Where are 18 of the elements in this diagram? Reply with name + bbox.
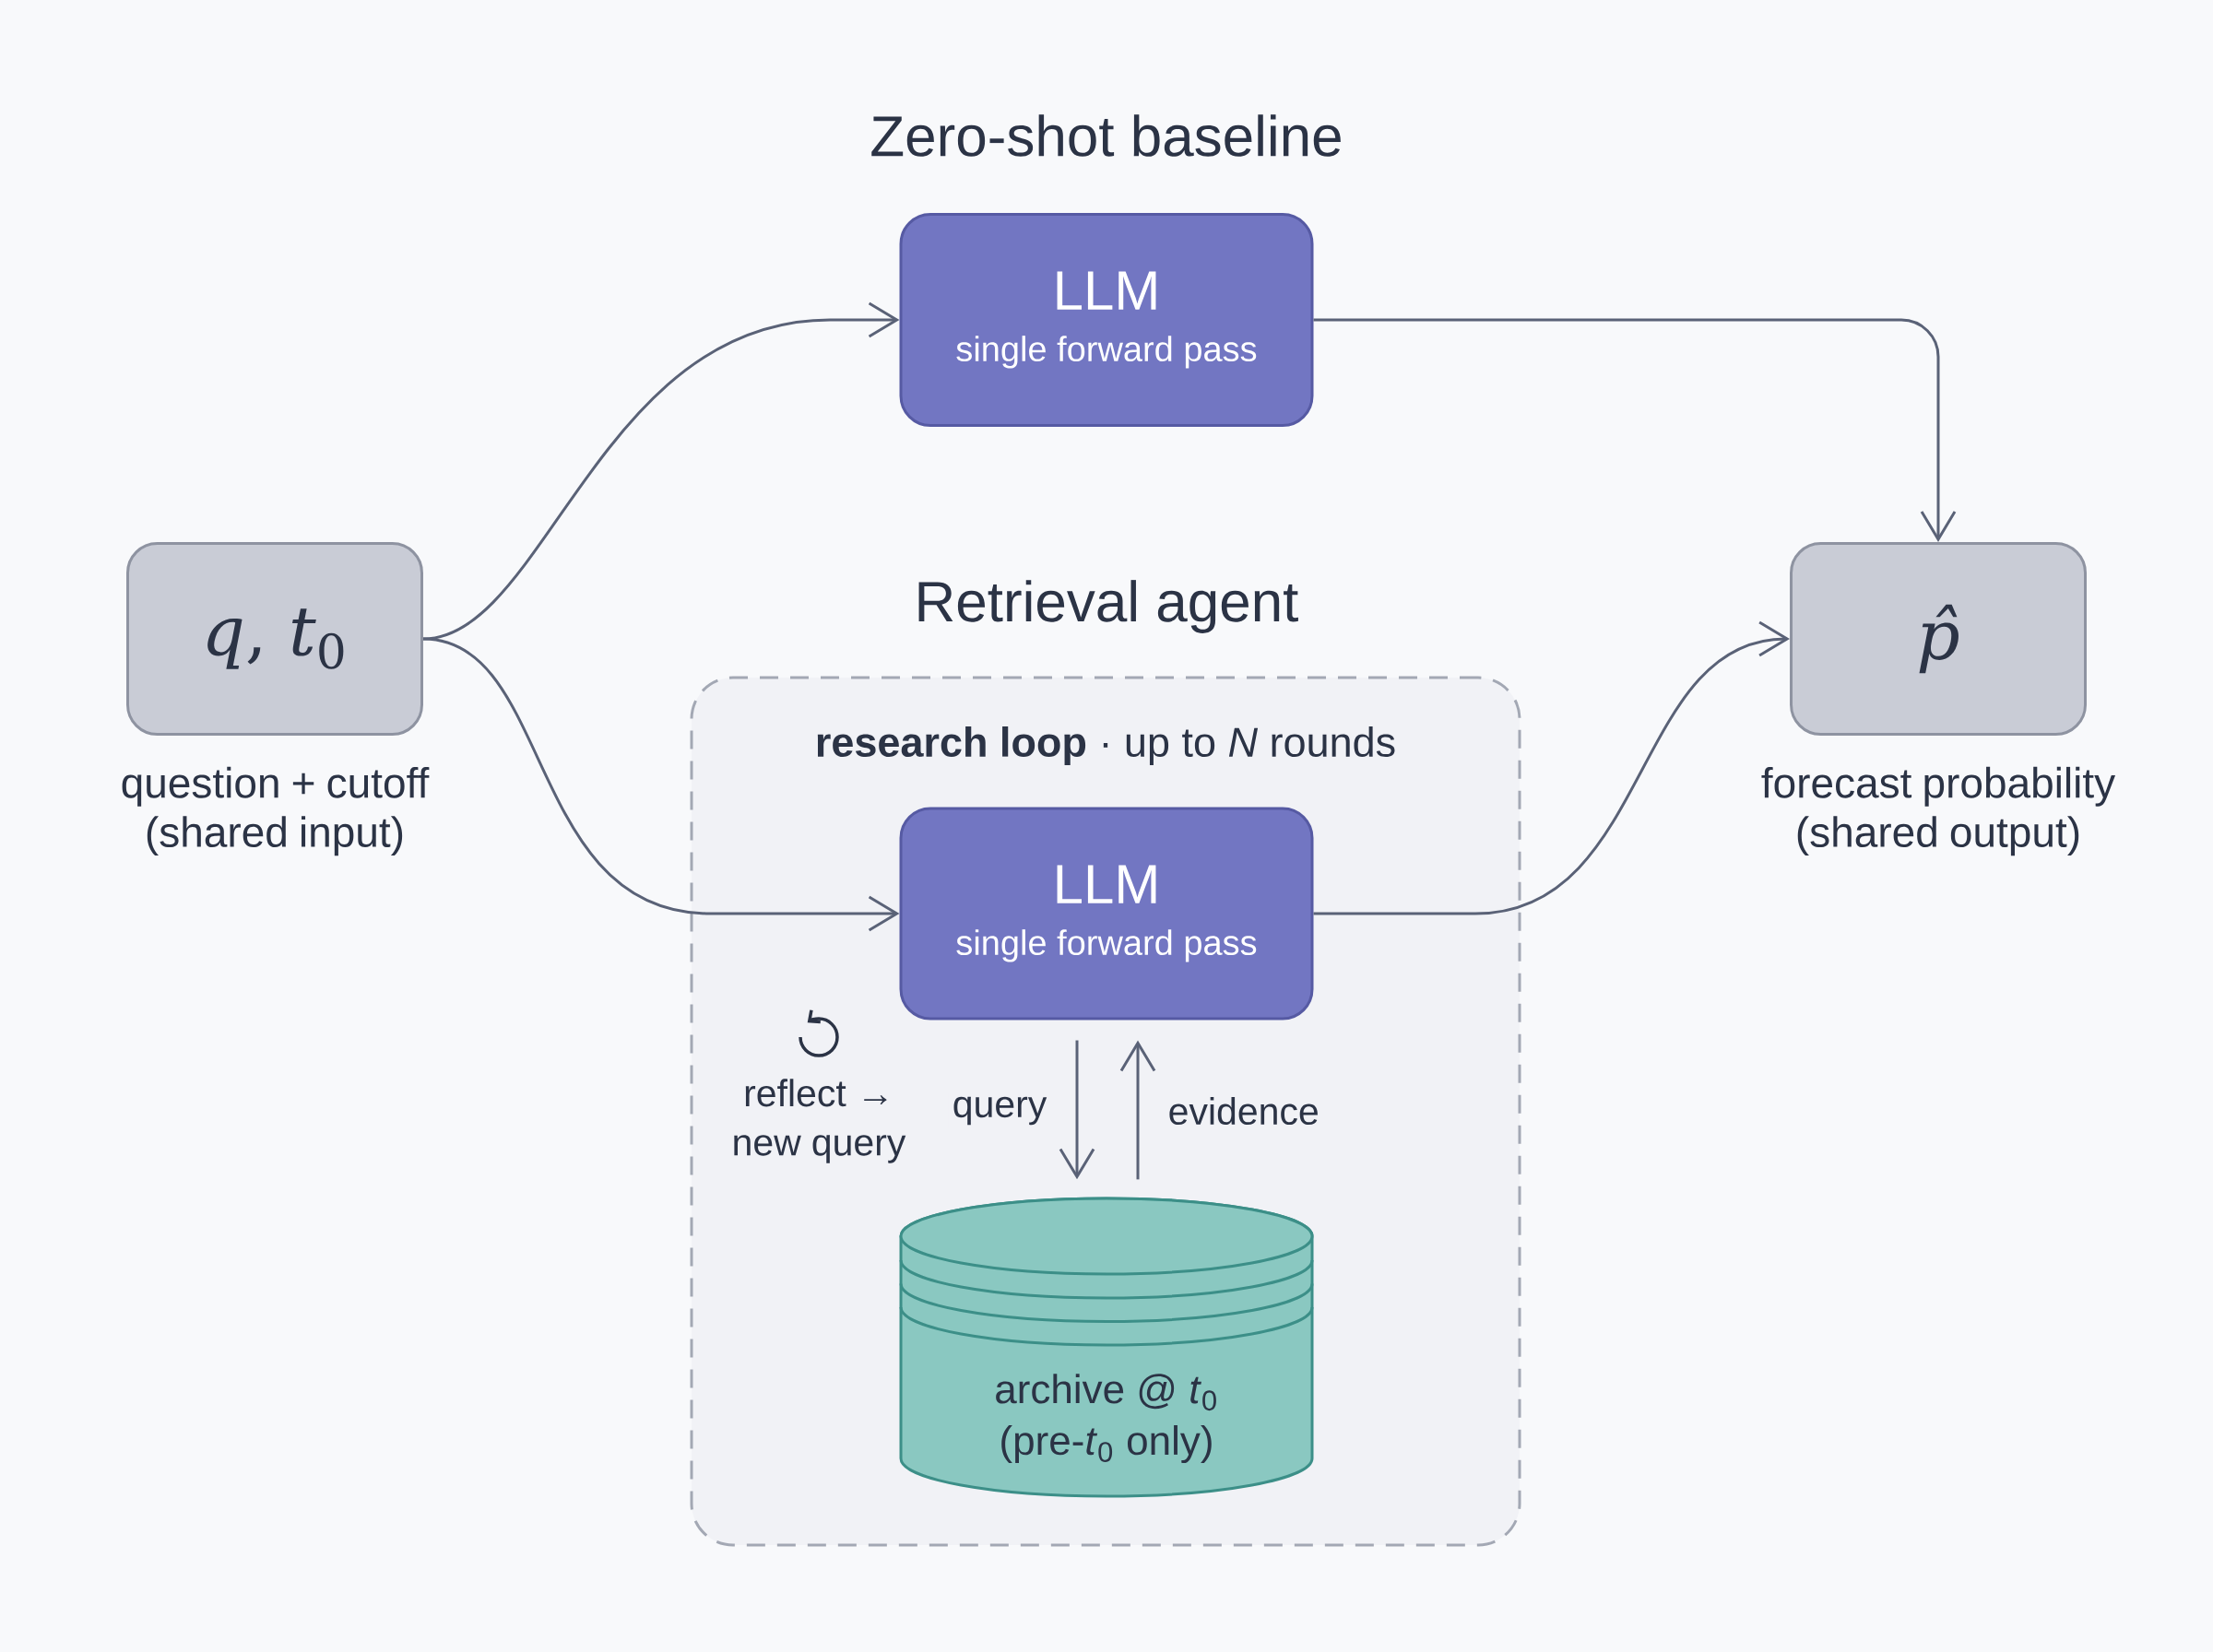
edge-label: evidence	[1164, 1092, 1323, 1129]
note-text: reflect → new query	[734, 1079, 906, 1163]
caption-text: forecast probability (shared output)	[1761, 766, 2116, 856]
section-title: Zero-shot baseline	[871, 114, 1341, 157]
section-title: Retrieval agent	[918, 580, 1298, 633]
input-box: q, t$_{0}$	[126, 542, 423, 736]
arrow	[422, 637, 900, 932]
arrow	[1313, 620, 1790, 915]
arrow	[1059, 1040, 1095, 1180]
arrow	[1313, 318, 1957, 543]
arrow	[422, 301, 900, 641]
model-box: LLM single forward pass	[899, 213, 1314, 427]
caption-text: question + cutoff (shared input)	[122, 766, 430, 856]
model-box: LLM single forward pass	[899, 807, 1314, 1021]
edge-label: query	[948, 1092, 1051, 1129]
arrow	[1119, 1040, 1156, 1180]
database-cylinder: archive @ t$_{0}$ (pre-t$_{0}$ only)	[899, 1197, 1314, 1498]
output-box: p̂	[1790, 542, 2087, 736]
